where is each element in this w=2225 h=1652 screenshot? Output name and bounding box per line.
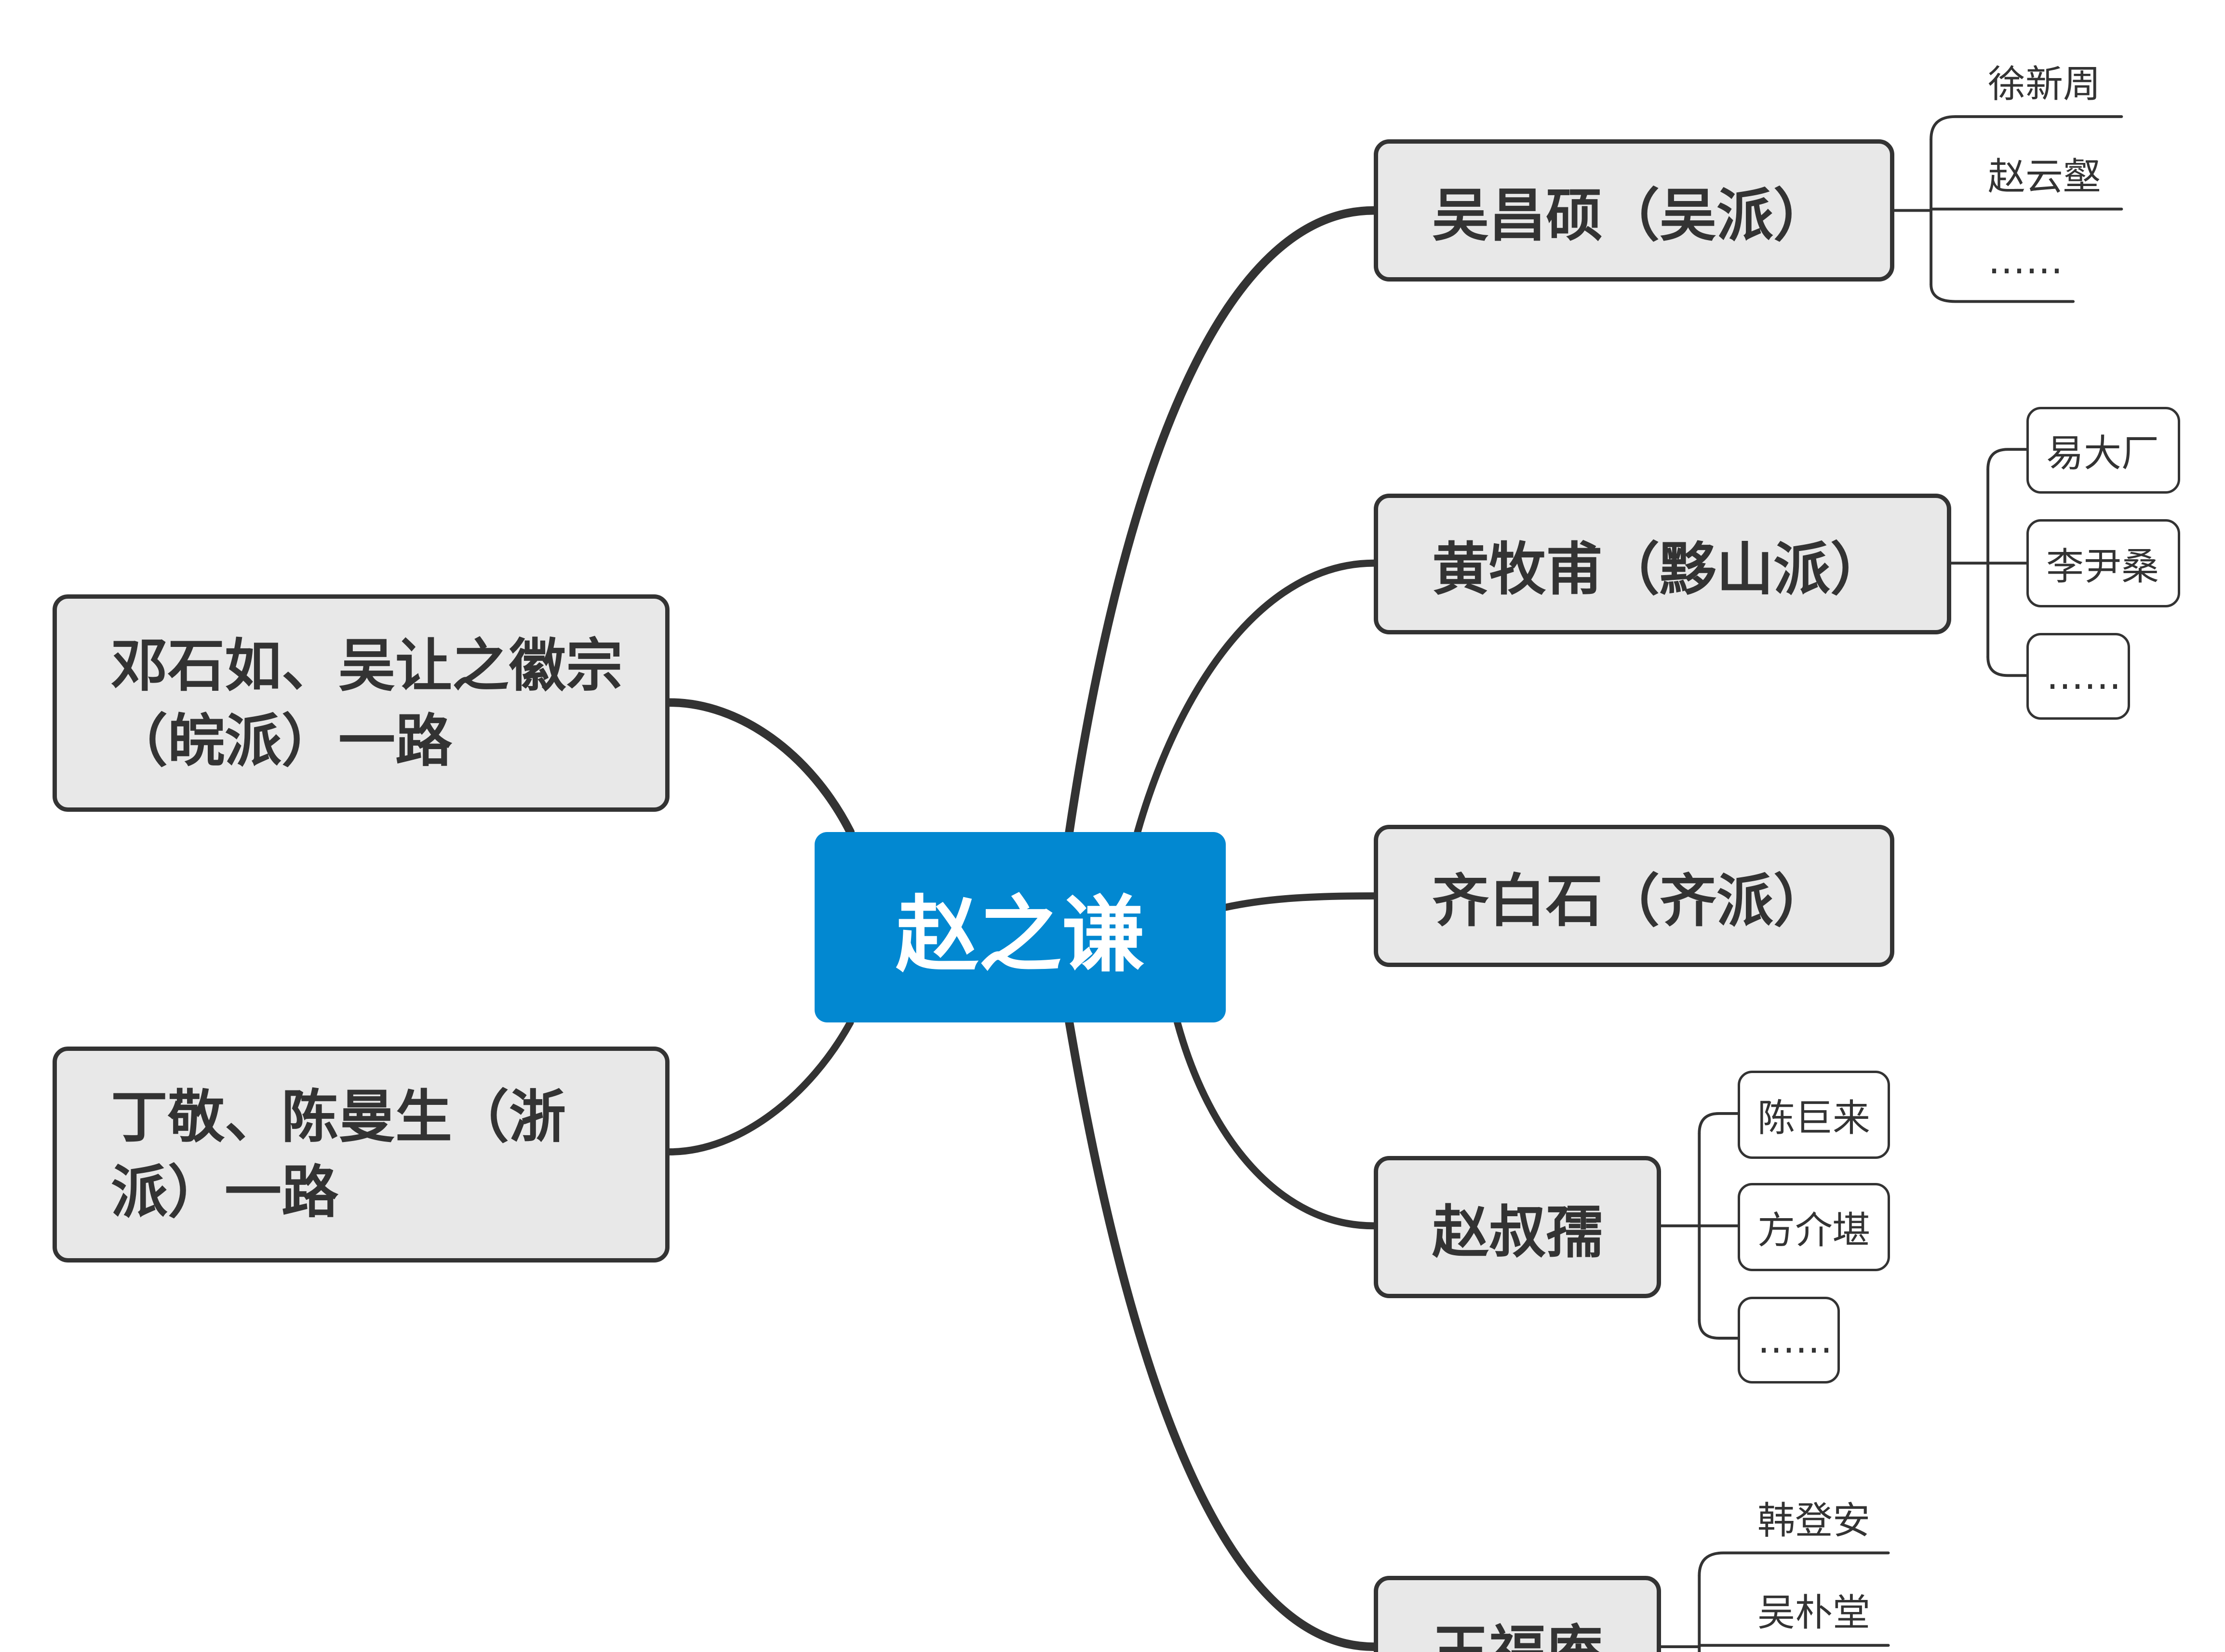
connector-huang-mufu — [1134, 559, 1378, 836]
subtopic-wu-putang[interactable]: 吴朴堂 — [1757, 1591, 1871, 1635]
left-branch-wan[interactable]: 邓石如、吴让之徽宗（皖派）一路 — [53, 594, 670, 812]
connector-ellipsis — [1698, 1318, 1739, 1340]
connector-left-wan — [665, 698, 855, 836]
subtopic-han-dengan[interactable]: 韩登安 — [1757, 1499, 1871, 1543]
connector-ellipsis — [1986, 655, 2028, 677]
connector-chen-julai — [1698, 1112, 1739, 1135]
subtopic-xu-xinzhou[interactable]: 徐新周 — [1988, 63, 2101, 106]
connector-wu-changshuo — [1065, 206, 1378, 836]
subtopic-ellipsis[interactable]: …… — [2026, 633, 2130, 720]
connector-yi-dachang — [1986, 448, 2028, 471]
underline-han-dengan — [1698, 1551, 1890, 1577]
branch-wang-fuan[interactable]: 王福庵 — [1374, 1576, 1661, 1652]
subtopic-chen-julai[interactable]: 陈巨来 — [1738, 1071, 1890, 1159]
underline-ellipsis — [1930, 283, 2075, 303]
underline-xu-xinzhou — [1930, 115, 2123, 141]
subtopic-ellipsis[interactable]: …… — [1988, 239, 2063, 282]
central-topic[interactable]: 赵之谦 — [815, 832, 1226, 1022]
subtopic-yi-dachang[interactable]: 易大厂 — [2026, 407, 2180, 494]
connector-zhao-shuru — [1174, 1019, 1378, 1230]
branch-qi-baishi[interactable]: 齐白石（齐派） — [1374, 825, 1894, 967]
subtopic-zhao-yunhe[interactable]: 赵云壑 — [1988, 155, 2101, 199]
subtopic-ellipsis[interactable]: …… — [1738, 1297, 1840, 1383]
connector-left-zhe — [666, 1019, 854, 1155]
branch-wu-changshuo[interactable]: 吴昌硕（吴派） — [1374, 139, 1894, 282]
branch-huang-mufu[interactable]: 黄牧甫（黟山派） — [1374, 494, 1951, 634]
subtopic-li-yinsang[interactable]: 李尹桑 — [2026, 519, 2180, 607]
subtopic-fang-jiekan[interactable]: 方介堪 — [1738, 1183, 1890, 1271]
branch-zhao-shuru[interactable]: 赵叔孺 — [1374, 1156, 1661, 1298]
connector-qi-baishi — [1222, 892, 1378, 911]
connector-wang-fuan — [1065, 1018, 1378, 1651]
left-branch-zhe[interactable]: 丁敬、陈曼生（浙派）一路 — [53, 1047, 670, 1263]
